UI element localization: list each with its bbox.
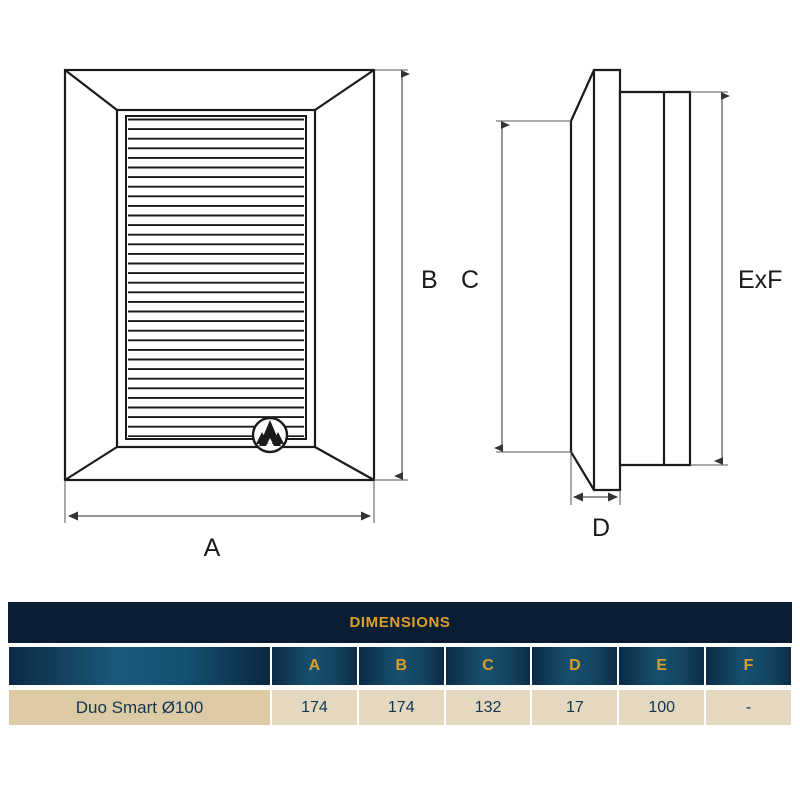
dimension-D bbox=[570, 452, 621, 505]
dimension-A bbox=[64, 480, 375, 523]
header-cell-model bbox=[8, 646, 271, 686]
grille-outline bbox=[125, 115, 307, 440]
header-cell-b: B bbox=[357, 646, 445, 686]
dimensions-table-header-row: A B C D E F bbox=[8, 646, 792, 686]
dimension-label-C: C bbox=[461, 266, 479, 294]
dimension-label-B: B bbox=[421, 266, 438, 294]
header-cell-e: E bbox=[618, 646, 706, 686]
table-row: Duo Smart Ø100 174 174 132 17 100 - bbox=[8, 689, 792, 726]
technical-drawing: B A bbox=[63, 68, 782, 562]
cell-value-a: 174 bbox=[271, 689, 358, 726]
cell-value-e: 100 bbox=[618, 689, 706, 726]
dimensions-table: DIMENSIONS A B C D E F Duo Smart Ø100 17… bbox=[8, 602, 792, 726]
dimension-label-ExF: ExF bbox=[738, 266, 782, 294]
dimension-label-D: D bbox=[592, 514, 610, 542]
bevel-top-left bbox=[64, 69, 118, 111]
bevel-top-right bbox=[314, 69, 375, 111]
cell-value-d: 17 bbox=[531, 689, 619, 726]
dimension-B bbox=[374, 69, 410, 481]
dimension-C bbox=[494, 120, 571, 453]
header-cell-d: D bbox=[531, 646, 619, 686]
side-view-group bbox=[569, 68, 692, 492]
bevel-bottom-left bbox=[64, 446, 118, 481]
louver-slats bbox=[128, 118, 304, 437]
dimension-label-A: A bbox=[204, 534, 221, 562]
cell-value-c: 132 bbox=[444, 689, 532, 726]
side-duct-collar bbox=[618, 90, 692, 467]
front-view-group bbox=[63, 68, 376, 482]
cell-value-b: 174 bbox=[357, 689, 445, 726]
dimensions-table-title: DIMENSIONS bbox=[8, 602, 792, 643]
header-cell-f: F bbox=[705, 646, 792, 686]
bevel-bottom-right bbox=[314, 446, 375, 481]
side-flange-body bbox=[569, 68, 622, 492]
cell-value-f: - bbox=[705, 689, 792, 726]
mountain-peak-logo bbox=[251, 416, 289, 454]
dimension-ExF bbox=[690, 91, 730, 466]
header-cell-c: C bbox=[444, 646, 532, 686]
header-cell-a: A bbox=[271, 646, 358, 686]
cell-model-name: Duo Smart Ø100 bbox=[8, 689, 271, 726]
